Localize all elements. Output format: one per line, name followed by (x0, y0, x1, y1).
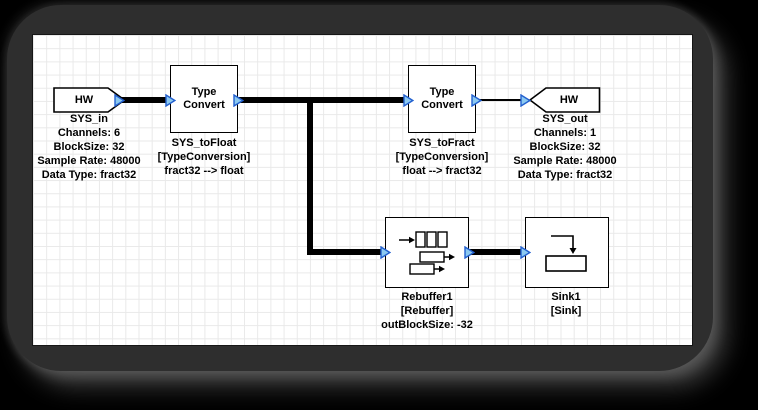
port-hw-out-input[interactable] (520, 94, 531, 107)
block-type-convert-2-labels: SYS_toFract [TypeConversion] float --> f… (396, 136, 489, 178)
label-line: [TypeConversion] (157, 151, 251, 163)
label-line: [Rebuffer] (400, 305, 454, 317)
wire-hwin-to-tc1[interactable] (121, 97, 173, 103)
block-type-convert-1[interactable]: Type Convert (170, 65, 238, 133)
label-line: Channels: 6 (57, 127, 121, 139)
label-line: Sample Rate: 48000 (37, 155, 141, 167)
block-hw-out-labels: SYS_out Channels: 1 BlockSize: 32 Sample… (513, 112, 616, 182)
label-line: Data Type: fract32 (41, 169, 137, 181)
block-rebuffer-1-labels: Rebuffer1 [Rebuffer] outBlockSize: -32 (381, 290, 473, 332)
label-line: [TypeConversion] (395, 151, 489, 163)
label-line: float --> fract32 (402, 165, 482, 177)
block-hw-out-shape[interactable] (527, 87, 601, 113)
block-hw-in-title: HW (74, 94, 94, 106)
diagram-canvas[interactable]: HW SYS_in Channels: 6 BlockSize: 32 Samp… (32, 34, 693, 346)
block-hw-out-title: HW (559, 94, 579, 106)
block-type-convert-2-title: Type Convert (421, 86, 463, 111)
label-line: Sink1 (551, 291, 581, 303)
label-line: BlockSize: 32 (529, 141, 601, 153)
label-line: [Sink] (550, 305, 582, 317)
wire-rebuffer-to-sink[interactable] (467, 249, 527, 255)
block-type-convert-1-title: Type Convert (183, 86, 225, 111)
label-line: Data Type: fract32 (517, 169, 613, 181)
block-rebuffer-1[interactable] (385, 217, 469, 288)
wire-branch-vertical[interactable] (307, 97, 313, 255)
rebuffer-icon (399, 230, 455, 275)
block-type-convert-2[interactable]: Type Convert (408, 65, 476, 133)
port-tc1-output[interactable] (233, 94, 244, 107)
port-tc1-input[interactable] (165, 94, 176, 107)
block-type-convert-1-labels: SYS_toFloat [TypeConversion] fract32 -->… (158, 136, 251, 178)
label-line: SYS_out (542, 113, 588, 125)
block-hw-in-labels: SYS_in Channels: 6 BlockSize: 32 Sample … (37, 112, 140, 182)
label-line: BlockSize: 32 (53, 141, 125, 153)
wire-branch-to-rebuffer[interactable] (307, 249, 387, 255)
port-tc2-input[interactable] (403, 94, 414, 107)
block-sink-1[interactable] (525, 217, 609, 288)
wire-tc1-to-tc2[interactable] (236, 97, 410, 103)
sink-icon (545, 234, 587, 272)
label-line: outBlockSize: -32 (381, 319, 473, 331)
label-line: SYS_toFloat (171, 137, 237, 149)
port-tc2-output[interactable] (471, 94, 482, 107)
port-rebuffer-output[interactable] (464, 246, 475, 259)
port-hw-in-output[interactable] (114, 94, 125, 107)
label-line: fract32 --> float (164, 165, 244, 177)
wire-tc2-to-hwout[interactable] (479, 99, 529, 101)
port-sink-input[interactable] (520, 246, 531, 259)
label-line: SYS_in (70, 113, 108, 125)
label-line: SYS_toFract (409, 137, 475, 149)
block-sink-1-labels: Sink1 [Sink] (551, 290, 582, 318)
label-line: Rebuffer1 (401, 291, 453, 303)
label-line: Sample Rate: 48000 (513, 155, 617, 167)
port-rebuffer-input[interactable] (380, 246, 391, 259)
label-line: Channels: 1 (533, 127, 597, 139)
